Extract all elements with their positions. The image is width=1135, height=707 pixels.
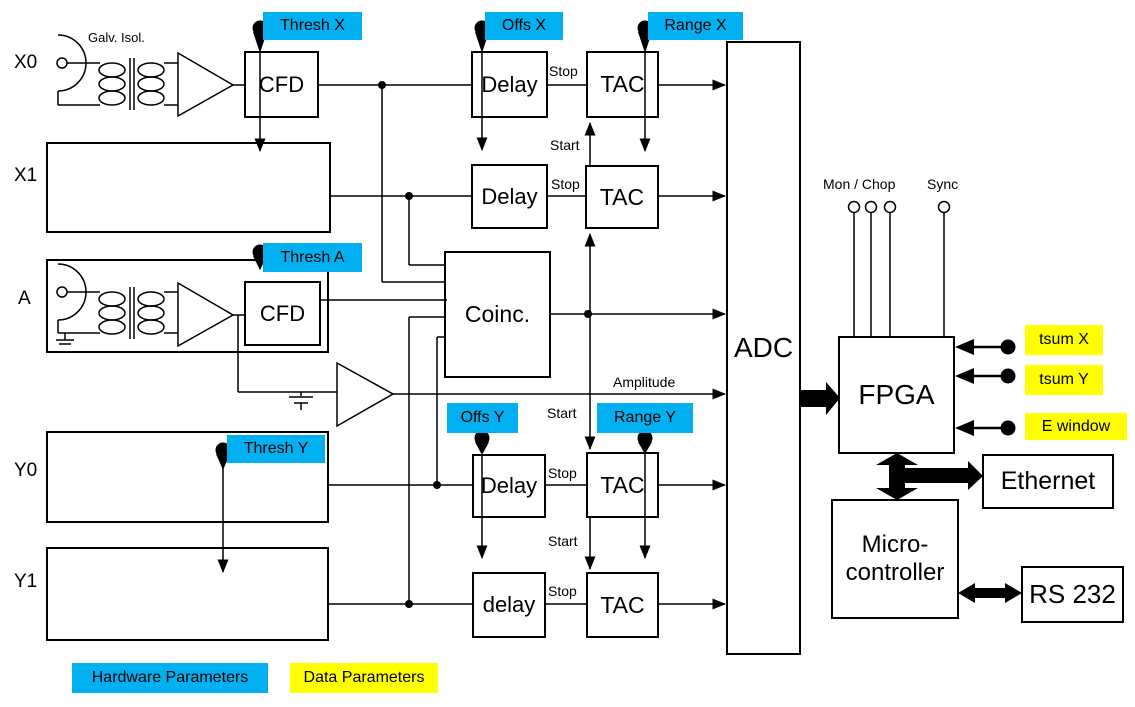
- sync-label: Sync: [927, 176, 959, 192]
- tag-offs-y: Offs Y: [447, 403, 518, 433]
- start-label-y0: Start: [547, 405, 577, 421]
- cfd-a-label: CFD: [259, 300, 306, 326]
- testpoint-circles: [847, 200, 951, 214]
- bus-micro-rs232: [958, 583, 1022, 603]
- block-fpga: [838, 336, 955, 454]
- block-delay-y0: [472, 454, 546, 518]
- bus-arrows: [800, 382, 1022, 603]
- adc-label: ADC: [733, 332, 794, 363]
- input-label-x1: X1: [14, 165, 38, 186]
- tac-y1-label: TAC: [600, 591, 645, 618]
- fpga-label: FPGA: [858, 379, 935, 410]
- tag-e-window: E window: [1025, 413, 1127, 440]
- stop-label-x1: Stop: [551, 176, 580, 192]
- ground-icon: [56, 333, 74, 345]
- amplitude-label: Amplitude: [613, 374, 676, 390]
- stop-label-x0: Stop: [549, 63, 578, 79]
- tac-y0-label: TAC: [600, 471, 645, 498]
- tac-x1-label: TAC: [599, 183, 645, 210]
- galv-isol-label: Galv. Isol.: [88, 30, 145, 45]
- block-microcontroller: [831, 499, 959, 619]
- block-cfd-a: [244, 281, 321, 346]
- input-label-y1: Y1: [14, 571, 38, 592]
- cfd-x0-label: CFD: [258, 71, 305, 97]
- tag-tsum-y: tsum Y: [1025, 365, 1103, 395]
- tag-offs-x: Offs X: [485, 12, 563, 40]
- pin-offs-y: [474, 430, 490, 455]
- microcontroller-line2: controller: [845, 559, 945, 586]
- tag-thresh-a: Thresh A: [263, 243, 362, 272]
- amplifier-icon: [336, 361, 395, 428]
- tag-thresh-x: Thresh X: [263, 12, 362, 40]
- bus-fpga-micro: [876, 453, 918, 500]
- ethernet-label: Ethernet: [1000, 467, 1096, 495]
- tag-tsum-x: tsum X: [1025, 325, 1103, 355]
- input-label-x0: X0: [14, 52, 38, 73]
- block-rs232: [1021, 566, 1124, 623]
- legend-data-parameters: Data Parameters: [290, 663, 438, 693]
- pin-thresh-y: [215, 442, 231, 470]
- block-coinc: [444, 251, 551, 378]
- block-delay-y1: [472, 572, 546, 638]
- microcontroller-line1: Micro-: [861, 531, 929, 559]
- stop-label-y0: Stop: [548, 465, 577, 481]
- tag-thresh-y: Thresh Y: [227, 435, 325, 463]
- delay-y0-label: Delay: [480, 473, 538, 498]
- transformer-icon: [98, 58, 165, 110]
- amplifier-icon: [177, 51, 235, 118]
- tag-range-y: Range Y: [597, 403, 693, 433]
- block-tac-y0: [586, 452, 659, 518]
- block-adc: [726, 41, 801, 655]
- block-ethernet: [982, 454, 1114, 509]
- connector-icon: [56, 57, 68, 69]
- bus-to-ethernet: [905, 461, 983, 490]
- amplifier-icon: [177, 281, 235, 348]
- detector-symbol-a: [56, 263, 447, 428]
- start-label-x: Start: [550, 137, 580, 153]
- block-tac-x0: [586, 51, 659, 118]
- capacitor-icon: [289, 392, 313, 410]
- delay-y1-label: delay: [482, 592, 536, 617]
- input-label-y0: Y0: [14, 460, 38, 481]
- bus-adc-fpga: [800, 382, 840, 415]
- delay-x0-label: Delay: [481, 71, 538, 97]
- block-y1: [46, 547, 329, 641]
- rs232-label: RS 232: [1029, 579, 1116, 609]
- block-delay-x1: [471, 164, 548, 229]
- block-x1: [46, 142, 331, 233]
- block-tac-y1: [586, 572, 659, 638]
- tac-x0-label: TAC: [600, 71, 645, 97]
- junction-dots: [378, 81, 592, 608]
- fpga-data-inputs: [955, 339, 1016, 436]
- legend-hardware-parameters: Hardware Parameters: [72, 663, 268, 693]
- coinc-label: Coinc.: [464, 301, 531, 327]
- start-label-y1: Start: [548, 533, 578, 549]
- signal-wires: [318, 79, 945, 610]
- mon-chop-label: Mon / Chop: [823, 176, 896, 192]
- microcontroller-label: Micro- controller: [832, 500, 958, 618]
- transformer-icon: [98, 287, 165, 339]
- tag-range-x: Range X: [648, 12, 743, 40]
- input-label-a: A: [18, 288, 31, 309]
- delay-x1-label: Delay: [481, 183, 538, 209]
- detector-symbol-x0: [56, 34, 245, 118]
- block-delay-x0: [471, 51, 548, 118]
- block-tac-x1: [585, 165, 659, 229]
- stop-label-y1: Stop: [548, 583, 577, 599]
- pin-range-y: [637, 430, 653, 454]
